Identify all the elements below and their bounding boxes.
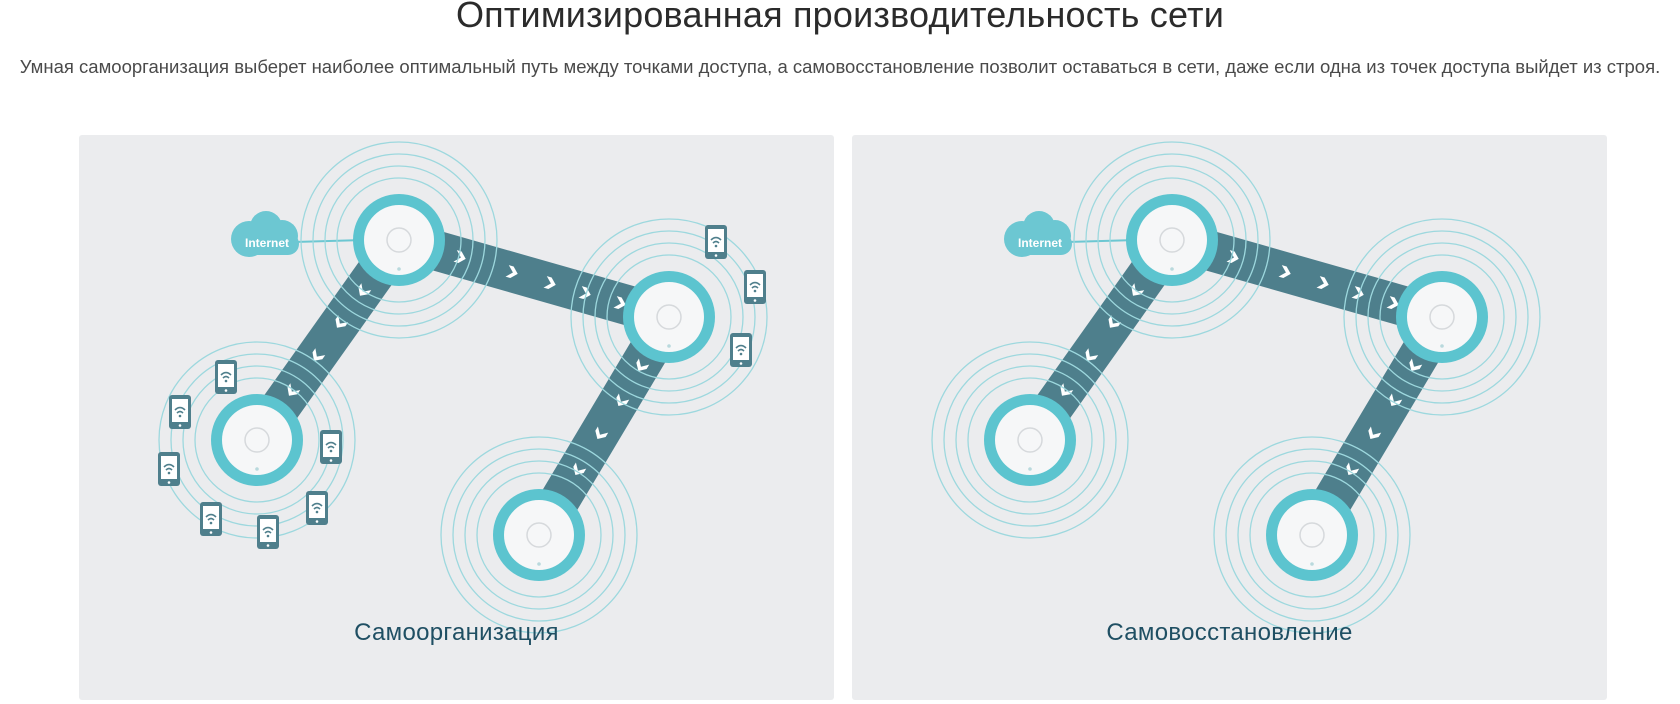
smartphone-wifi-icon [214, 359, 238, 395]
self-healing-diagram: Internet [931, 141, 1541, 634]
smartphone-wifi-icon [305, 490, 329, 526]
internet-cloud-icon [1004, 211, 1138, 257]
smartphone-wifi-icon [199, 501, 223, 537]
internet-label: Internet [1018, 236, 1062, 250]
smartphone-wifi-icon [729, 332, 753, 368]
smartphone-wifi-icon [157, 451, 181, 487]
smartphone-wifi-icon [704, 224, 728, 260]
internet-cloud-icon [231, 211, 365, 257]
smartphone-wifi-icon [168, 394, 192, 430]
page-subtitle: Умная самоорганизация выберет наиболее о… [19, 56, 1661, 77]
page-title: Оптимизированная производительность сети [455, 0, 1225, 35]
smartphone-wifi-icon [743, 269, 767, 305]
access-point-icon [1213, 436, 1411, 634]
self-healing-panel: Internet Самовосстановление [852, 135, 1607, 700]
smartphone-wifi-icon [256, 514, 280, 550]
internet-label: Internet [245, 236, 289, 250]
mesh-link-band [1013, 220, 1460, 546]
access-point-icon [440, 436, 638, 634]
smartphone-wifi-icon [319, 429, 343, 465]
self-organization-label: Самоорганизация [354, 619, 559, 646]
mesh-link-band [240, 220, 687, 546]
self-organization-diagram: Internet [157, 141, 768, 634]
self-organization-panel: Internet Самоорганизация [79, 135, 834, 700]
self-healing-label: Самовосстановление [1106, 619, 1353, 646]
